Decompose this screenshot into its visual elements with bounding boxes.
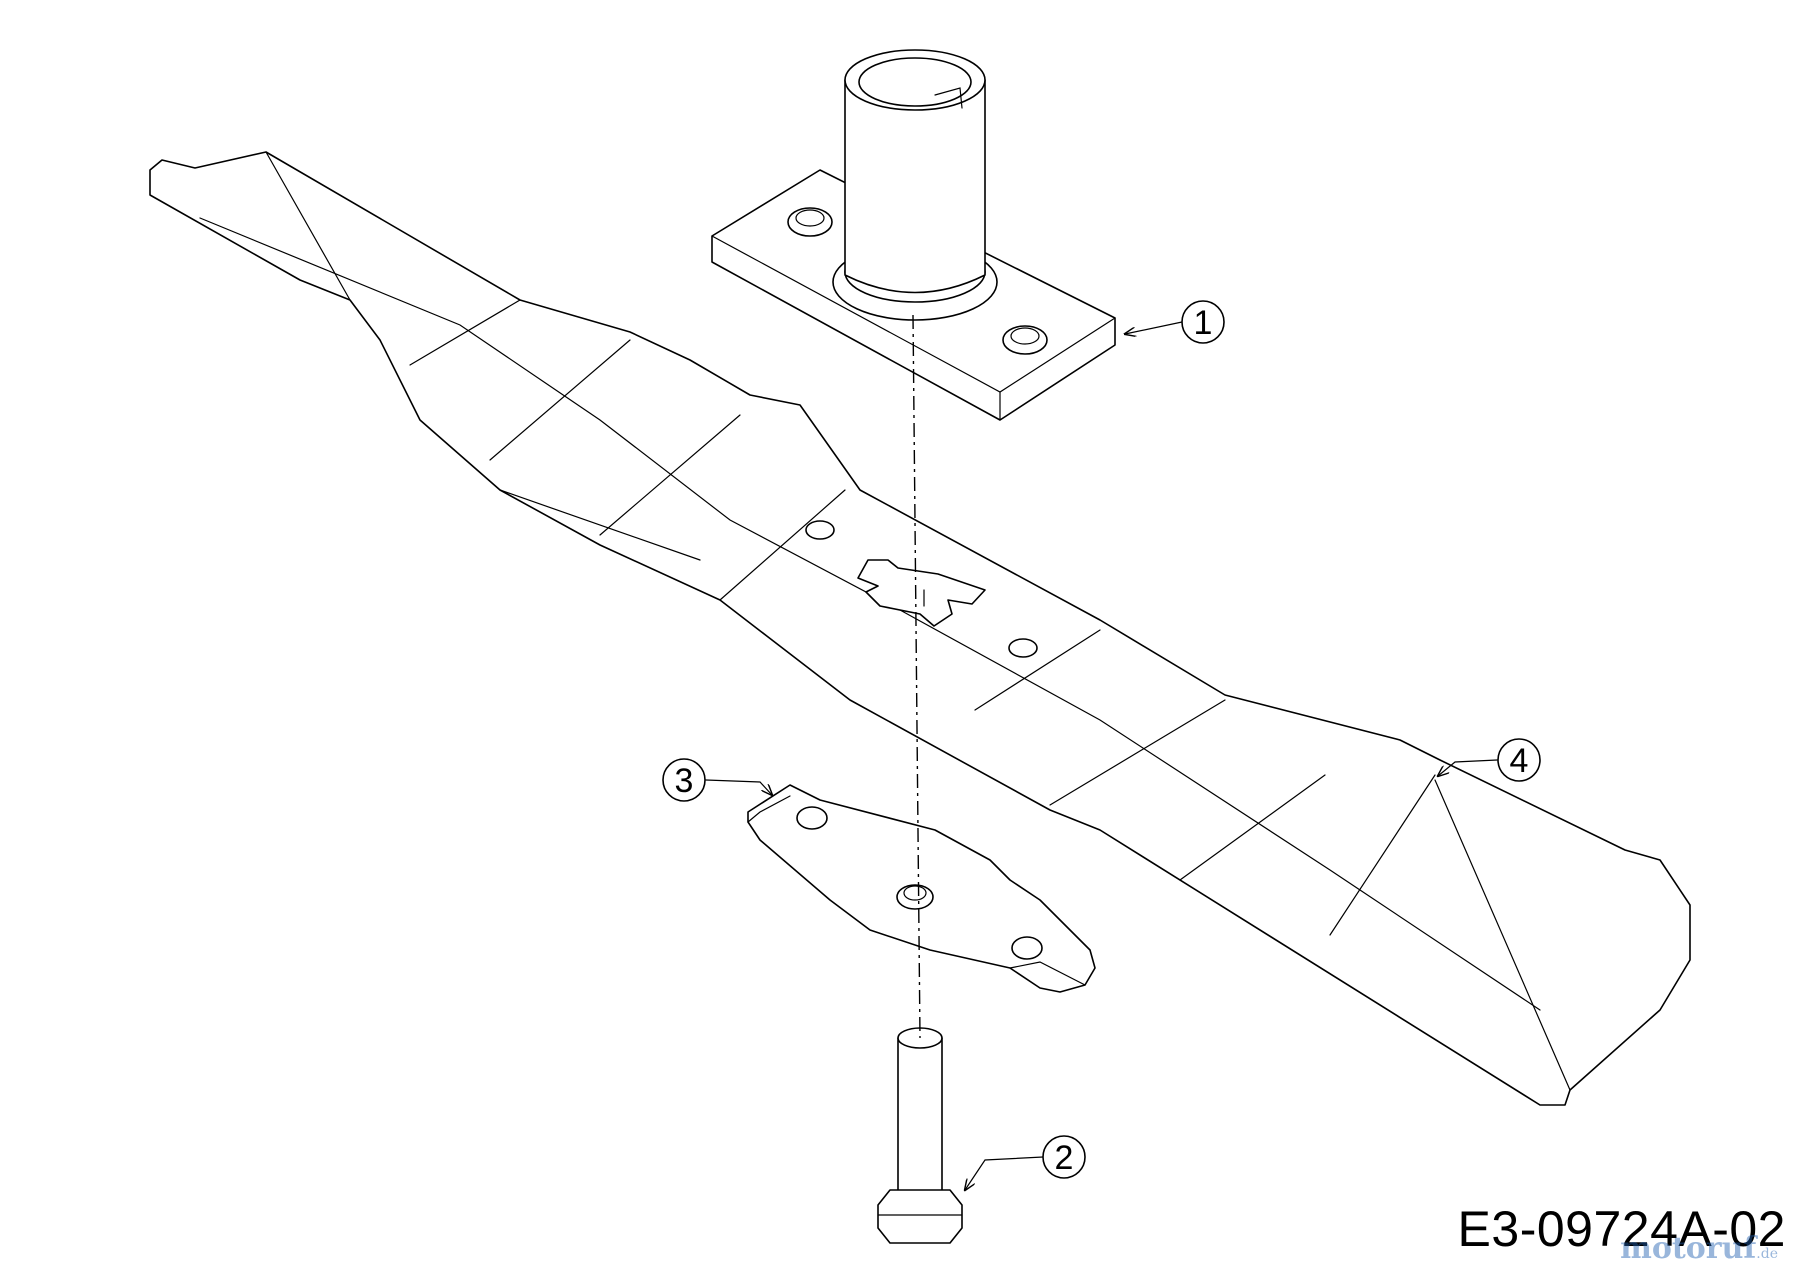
callout-1: 1 [1125,300,1225,344]
callout-4-label: 4 [1510,742,1529,780]
callout-4: 4 [1438,738,1541,782]
stiffener-plate [747,784,1096,993]
mower-blade [149,151,1691,1106]
callout-3: 3 [662,758,772,802]
assembly-axis [912,314,921,1039]
bolt [877,1027,963,1244]
watermark-text: motoruf [1620,1231,1757,1266]
callout-2-label: 2 [1055,1139,1074,1177]
watermark-logo: motoruf.de [1620,1231,1778,1266]
callout-1-label: 1 [1194,304,1213,342]
blade-adapter [711,49,1116,421]
watermark-suffix: .de [1756,1246,1778,1262]
drawing-code: E3-09724A-02 [1457,1201,1786,1257]
callout-2: 2 [965,1135,1086,1190]
callout-3-label: 3 [675,762,694,800]
